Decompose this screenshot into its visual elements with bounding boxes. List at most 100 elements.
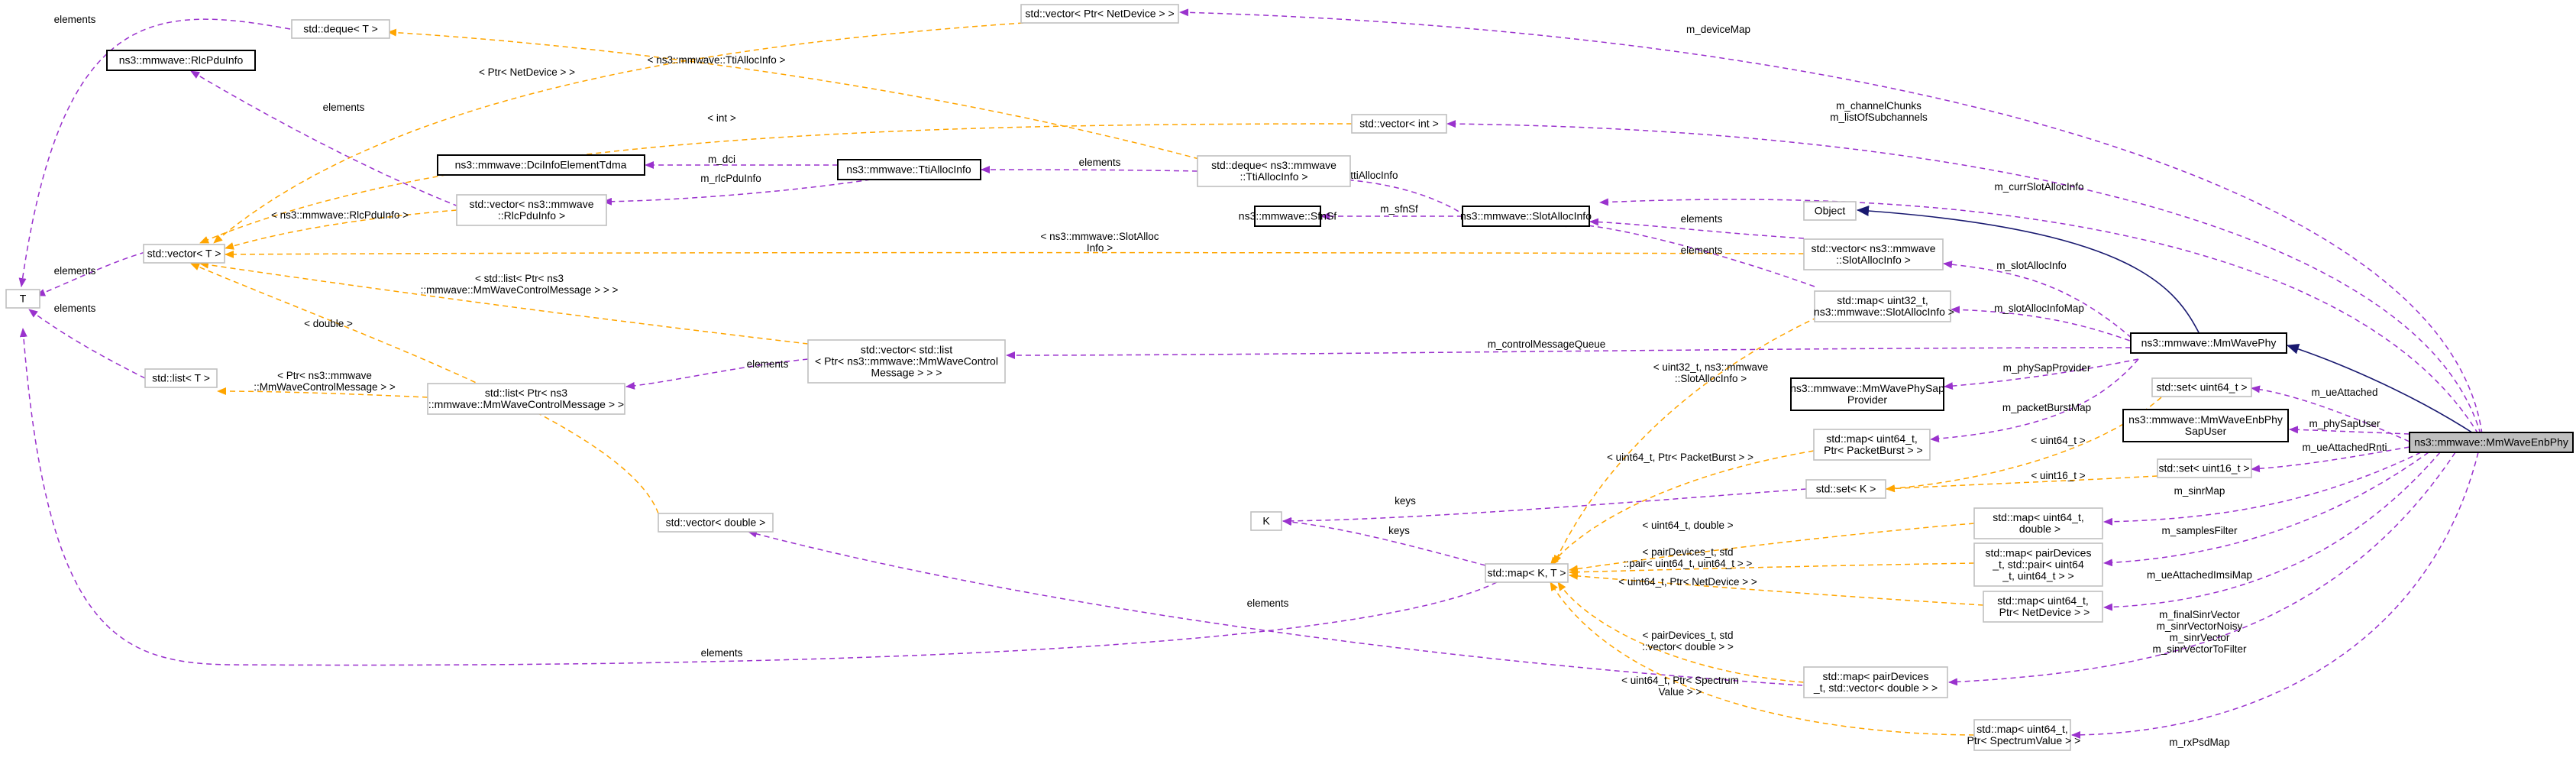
node-list-ctrl[interactable]: std::list< Ptr< ns3::mmwave::MmWaveContr…	[427, 383, 625, 415]
edge-sinr-map	[2103, 452, 2422, 526]
node-label-line: T	[20, 293, 27, 305]
svg-text:< uint64_t >: < uint64_t >	[2031, 435, 2085, 446]
node-map-sinr[interactable]: std::map< uint64_t, double >	[1973, 507, 2103, 539]
edge-tmpl-nd	[1569, 572, 1984, 606]
svg-text:std::map< pairDevices_t, std::: std::map< pairDevices_t, std::pair< uint…	[1986, 547, 2092, 582]
edge-rlc-pdu	[603, 179, 871, 206]
node-label-line: std::map< uint64_t,	[1997, 594, 2088, 607]
node-vector-double[interactable]: std::vector< double >	[658, 513, 774, 533]
node-label-line: ns3::mmwave::MmWavePhy	[2141, 337, 2277, 349]
node-map-packetburst[interactable]: std::map< uint64_t, Ptr< PacketBurst > >	[1813, 429, 1931, 461]
node-label-line: ns3::mmwave::TtiAllocInfo	[846, 164, 971, 176]
node-set-u64[interactable]: std::set< uint64_t >	[2151, 377, 2252, 397]
node-label-line: Ptr< NetDevice > >	[1996, 606, 2090, 618]
svg-text:m_dci: m_dci	[708, 154, 735, 165]
edge-label-line: m_ttiAllocInfo	[1336, 170, 1398, 181]
svg-text:elements: elements	[54, 265, 96, 277]
edge-label-line: elements	[1079, 157, 1121, 168]
edge-label-line: m_sinrMap	[2174, 485, 2225, 497]
edge-label-line: m_rxPsdMap	[2169, 737, 2230, 748]
node-list-T[interactable]: std::list< T >	[144, 368, 218, 388]
edge-rx-psd	[2071, 452, 2479, 739]
svg-text:ns3::mmwave::MmWavePhy: ns3::mmwave::MmWavePhy	[2141, 337, 2277, 349]
svg-text:< uint64_t, Ptr< NetDevice > >: < uint64_t, Ptr< NetDevice > >	[1618, 576, 1757, 588]
node-mmwave-enb-phy[interactable]: ns3::mmwave::MmWaveEnbPhy	[2409, 432, 2574, 453]
node-label-line: std::set< uint64_t >	[2156, 381, 2247, 393]
edge-label-line: < uint64_t, Ptr< NetDevice > >	[1618, 576, 1757, 588]
edge-label-line: ::mmwave::MmWaveControlMessage > > >	[421, 284, 619, 296]
edge-label-line: elements	[323, 102, 365, 113]
svg-text:< Ptr< NetDevice > >: < Ptr< NetDevice > >	[479, 66, 575, 78]
node-rlc-pdu-info[interactable]: ns3::mmwave::RlcPduInfo	[106, 50, 256, 71]
svg-text:std::map< uint64_t, Ptr< NetDe: std::map< uint64_t, Ptr< NetDevice > >	[1996, 594, 2090, 618]
node-label-line: ns3::mmwave::MmWaveEnbPhy	[2414, 436, 2568, 449]
edge-label-line: m_phySapUser	[2309, 418, 2380, 429]
node-K[interactable]: K	[1250, 511, 1282, 531]
svg-text:std::map< K, T >: std::map< K, T >	[1488, 567, 1566, 579]
node-map-netdevice[interactable]: std::map< uint64_t, Ptr< NetDevice > >	[1983, 591, 2103, 623]
edge-elements-ctrl	[625, 358, 809, 390]
node-vector-netdevice[interactable]: std::vector< Ptr< NetDevice > >	[1020, 4, 1179, 24]
edge-label-line: elements	[1681, 244, 1723, 256]
node-map-pairvec[interactable]: std::map< pairDevices_t, std::vector< do…	[1803, 666, 1948, 698]
node-label-line: std::deque< T >	[303, 23, 378, 35]
node-set-u16[interactable]: std::set< uint16_t >	[2157, 458, 2252, 478]
edge-label-line: elements	[1247, 597, 1289, 609]
node-deque-T[interactable]: std::deque< T >	[291, 19, 390, 39]
node-label-line: ns3::mmwave::SfnSf	[1239, 210, 1336, 222]
edge-label-line: < uint64_t, double >	[1642, 520, 1733, 531]
edge-tmpl-ctrl	[217, 387, 428, 398]
edge-label-line: < uint64_t, Ptr< Spectrum	[1621, 675, 1739, 686]
svg-text:m_packetBurstMap: m_packetBurstMap	[2002, 402, 2091, 413]
svg-text:std::deque< ns3::mmwave::TtiAl: std::deque< ns3::mmwave::TtiAllocInfo >	[1211, 159, 1336, 183]
node-label-line: std::map< uint64_t,	[1976, 723, 2067, 735]
node-set-K[interactable]: std::set< K >	[1805, 479, 1886, 499]
node-label-line: double >	[2016, 523, 2060, 535]
node-label-line: std::map< uint64_t,	[1993, 511, 2083, 523]
node-dci-info[interactable]: ns3::mmwave::DciInfoElementTdma	[437, 154, 645, 176]
node-vector-list[interactable]: std::vector< std::list< Ptr< ns3::mmwave…	[807, 339, 1006, 384]
node-mmwave-phy[interactable]: ns3::mmwave::MmWavePhy	[2130, 332, 2287, 354]
node-label-line: K	[1262, 515, 1270, 527]
svg-text:< pairDevices_t, std::pair< ui: < pairDevices_t, std::pair< uint64_t, ui…	[1624, 546, 1753, 569]
node-label-line: ns3::mmwave::MmWaveEnbPhy	[2128, 413, 2283, 426]
edge-label-line: m_slotAllocInfo	[1996, 260, 2067, 271]
svg-text:< Ptr< ns3::mmwave::MmWaveCont: < Ptr< ns3::mmwave::MmWaveControlMessage…	[254, 370, 396, 393]
node-map-slot[interactable]: std::map< uint32_t, ns3::mmwave::SlotAll…	[1811, 290, 1954, 322]
node-slot-alloc-info[interactable]: ns3::mmwave::SlotAllocInfo	[1460, 206, 1592, 227]
edge-elements-slot1	[1589, 218, 1805, 239]
node-map-pair[interactable]: std::map< pairDevices_t, std::pair< uint…	[1973, 542, 2103, 587]
node-sfnsf[interactable]: ns3::mmwave::SfnSf	[1239, 206, 1336, 227]
svg-text:elements: elements	[701, 647, 743, 659]
edge-samples	[2103, 452, 2429, 567]
edge-label-line: < ns3::mmwave::RlcPduInfo >	[271, 209, 409, 221]
edge-tmpl-slot	[225, 250, 1805, 258]
node-label-line: SapUser	[2185, 425, 2227, 437]
node-map-KT[interactable]: std::map< K, T >	[1485, 563, 1569, 583]
edges	[18, 8, 2483, 739]
svg-text:std::set< uint64_t >: std::set< uint64_t >	[2156, 381, 2247, 393]
svg-text:std::list< T >: std::list< T >	[152, 372, 210, 384]
svg-text:< ns3::mmwave::SlotAllocInfo >: < ns3::mmwave::SlotAllocInfo >	[1041, 231, 1159, 254]
svg-text:m_phySapProvider: m_phySapProvider	[2003, 362, 2091, 374]
svg-text:std::vector< std::list< Ptr< n: std::vector< std::list< Ptr< ns3::mmwave…	[815, 344, 998, 379]
svg-text:< uint64_t, Ptr< PacketBurst >: < uint64_t, Ptr< PacketBurst > >	[1607, 452, 1753, 463]
node-tti-alloc-info[interactable]: ns3::mmwave::TtiAllocInfo	[837, 159, 981, 180]
node-vector-rlc[interactable]: std::vector< ns3::mmwave::RlcPduInfo >	[456, 194, 607, 226]
edge-label-line: m_sinrVector	[2170, 632, 2230, 643]
node-object[interactable]: Object	[1803, 201, 1857, 221]
node-map-psd[interactable]: std::map< uint64_t, Ptr< SpectrumValue >…	[1964, 719, 2081, 751]
svg-text:elements: elements	[1681, 213, 1723, 225]
edge-label-line: < Ptr< NetDevice > >	[479, 66, 575, 78]
node-deque-tti[interactable]: std::deque< ns3::mmwave::TtiAllocInfo >	[1197, 155, 1351, 187]
node-T[interactable]: T	[5, 289, 40, 309]
svg-text:m_controlMessageQueue: m_controlMessageQueue	[1488, 338, 1606, 350]
node-label-line: std::map< uint64_t,	[1826, 432, 1917, 445]
node-label-line: std::set< uint16_t >	[2158, 462, 2249, 474]
node-vector-slot[interactable]: std::vector< ns3::mmwave::SlotAllocInfo …	[1803, 238, 1944, 270]
node-vector-int[interactable]: std::vector< int >	[1351, 114, 1447, 134]
node-vector-T[interactable]: std::vector< T >	[143, 244, 225, 264]
node-label-line: std::map< uint32_t,	[1837, 294, 1928, 306]
